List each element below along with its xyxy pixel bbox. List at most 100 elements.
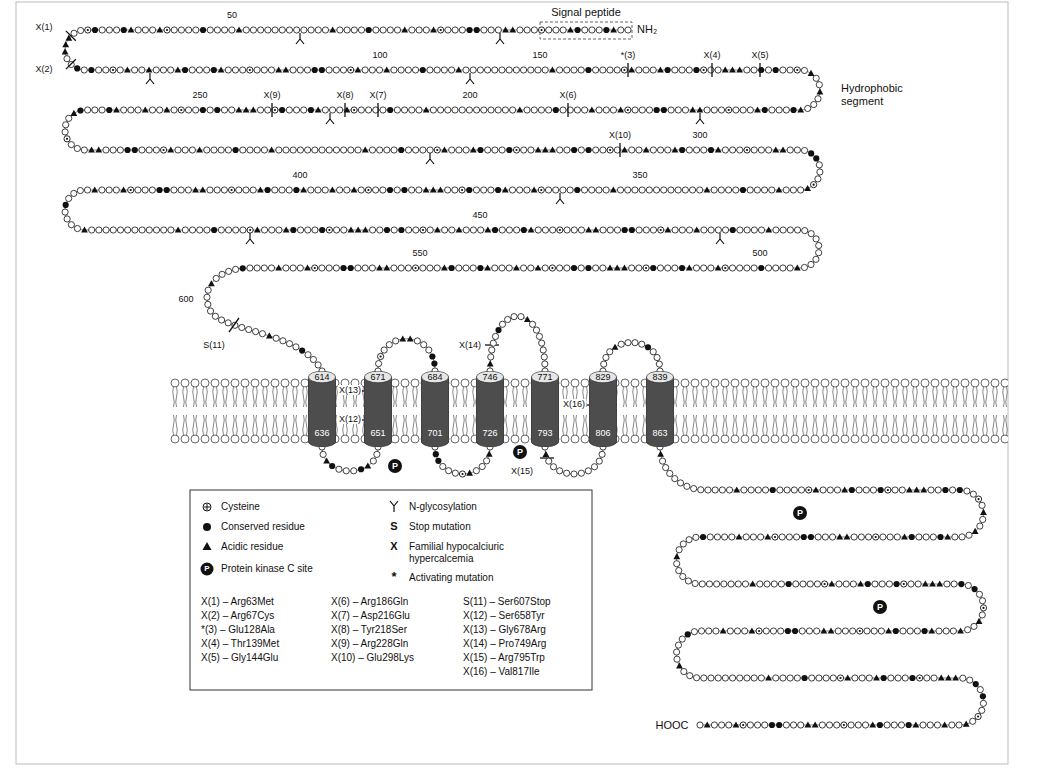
cysteine-ring <box>740 722 746 728</box>
residue <box>780 265 786 271</box>
loop-connector <box>542 444 606 477</box>
residue <box>692 580 698 586</box>
residue <box>578 147 584 153</box>
residue <box>682 187 688 193</box>
residue <box>843 581 849 587</box>
residue <box>879 581 885 587</box>
conserved-residue <box>506 147 512 153</box>
conserved-residue <box>878 487 884 493</box>
conserved-residue <box>808 534 814 540</box>
residue <box>811 101 817 107</box>
residue <box>456 147 462 153</box>
residue <box>485 147 491 153</box>
acidic-residue <box>657 451 664 457</box>
residue <box>473 468 479 474</box>
residue <box>557 265 563 271</box>
acidic-residue <box>509 26 516 32</box>
residue <box>755 487 761 493</box>
acidic-residue <box>531 186 538 192</box>
residue <box>499 265 505 271</box>
conserved-residue <box>758 67 764 73</box>
acidic-residue <box>704 721 711 727</box>
residue <box>793 534 799 540</box>
cysteine-ring <box>420 227 426 233</box>
acidic-residue <box>236 26 243 32</box>
residue <box>758 147 764 153</box>
residue <box>427 227 433 233</box>
residue <box>214 27 220 33</box>
conserved-residue <box>849 487 855 493</box>
residue <box>943 628 949 634</box>
residue <box>481 27 487 33</box>
residue <box>708 67 714 73</box>
conserved-residue <box>495 327 501 333</box>
cysteine-residue <box>326 227 332 233</box>
residue <box>643 67 649 73</box>
residue <box>222 27 228 33</box>
residue <box>827 487 833 493</box>
cysteine-ring <box>975 496 981 502</box>
residue <box>737 227 743 233</box>
acidic-residue <box>383 264 390 270</box>
residue <box>680 541 686 547</box>
residue <box>204 294 210 300</box>
residue <box>452 187 458 193</box>
residue <box>229 107 235 113</box>
acidic-residue <box>736 533 743 539</box>
acidic-residue <box>592 226 599 232</box>
residue <box>884 722 890 728</box>
cysteine-ring <box>326 227 332 233</box>
cysteine-dot <box>645 267 647 269</box>
legend-symbol: * <box>390 570 397 585</box>
residue <box>762 487 768 493</box>
residue <box>665 147 671 153</box>
residue <box>802 227 808 233</box>
residue <box>863 487 869 493</box>
conserved-residue <box>132 147 138 153</box>
acidic-residue <box>607 264 614 270</box>
residue <box>243 27 249 33</box>
residue <box>744 67 750 73</box>
conserved-residue <box>730 227 736 233</box>
acidic-residue <box>929 580 936 586</box>
residue <box>160 67 166 73</box>
residue <box>391 227 397 233</box>
acidic-residue <box>794 264 801 270</box>
residue <box>719 487 725 493</box>
helix-top <box>589 371 616 383</box>
callout-number: X(14) <box>458 340 482 350</box>
residue <box>701 147 707 153</box>
acidic-residue <box>612 344 619 350</box>
residue <box>219 271 225 277</box>
residue <box>894 534 900 540</box>
residue <box>813 256 819 262</box>
residue <box>336 466 342 472</box>
acidic-residue <box>146 66 153 72</box>
cysteine-dot <box>758 630 760 632</box>
residue <box>333 67 339 73</box>
conserved-residue <box>893 628 899 634</box>
residue <box>737 265 743 271</box>
residue <box>707 534 713 540</box>
residue <box>524 107 530 113</box>
residue <box>891 722 897 728</box>
acidic-residue <box>250 106 257 112</box>
residue <box>175 147 181 153</box>
residue <box>578 227 584 233</box>
residue <box>744 227 750 233</box>
acidic-residue <box>81 226 88 232</box>
acidic-residue <box>437 186 444 192</box>
residue <box>150 27 156 33</box>
residue <box>85 107 91 113</box>
cysteine-ring <box>178 107 184 113</box>
residue <box>232 67 238 73</box>
transmembrane-helix: 684701 <box>421 371 449 447</box>
residue <box>452 107 458 113</box>
residue <box>221 187 227 193</box>
acidic-residue <box>163 106 170 112</box>
helix-residue-number: 671 <box>370 371 385 383</box>
helix-residue-number: 793 <box>537 428 552 439</box>
residue <box>705 487 711 493</box>
residue <box>243 187 249 193</box>
cysteine-dot <box>353 109 355 111</box>
